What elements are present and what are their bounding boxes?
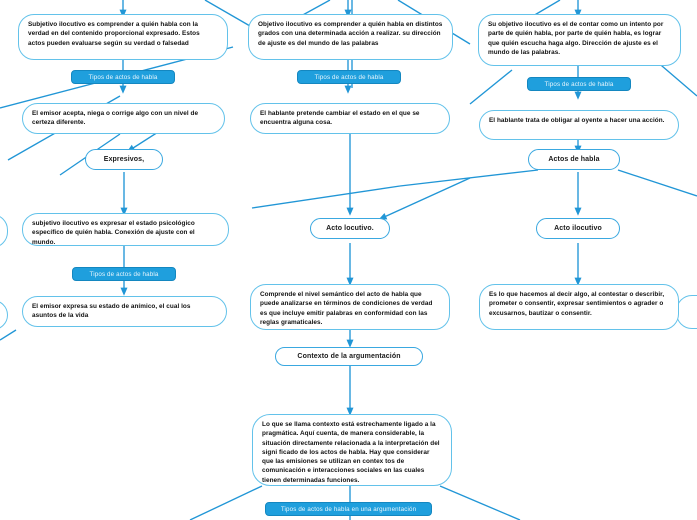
badge-tipos-actos-habla-argumentacion[interactable]: Tipos de actos de habla en una argumenta… [265, 502, 432, 516]
pill-acto-ilocutivo[interactable]: Acto ilocutivo [536, 218, 620, 239]
node-hablante-obliga[interactable]: El hablante trata de obligar al oyente a… [479, 110, 679, 140]
node-es-lo-que-hacemos[interactable]: Es lo que hacemos al decir algo, al cont… [479, 284, 679, 330]
node-lo-que-se-llama-contexto[interactable]: Lo que se llama contexto está estrechame… [252, 414, 452, 486]
badge-tipos-actos-habla-center[interactable]: Tipos de actos de habla [297, 70, 401, 84]
pill-acto-locutivo[interactable]: Acto locutivo. [310, 218, 390, 239]
node-objetivo-ilocutivo[interactable]: Objetivo ilocutivo es comprender a quién… [248, 14, 453, 60]
node-subjetivo-ilocutivo[interactable]: Subjetivo ilocutivo es comprender a quié… [18, 14, 228, 60]
badge-tipos-actos-habla-expresivos[interactable]: Tipos de actos de habla [72, 267, 176, 281]
node-subjetivo-expresar[interactable]: subjetivo ilocutivo es expresar el estad… [22, 213, 229, 246]
clipped-node-left-upper [0, 214, 8, 248]
clipped-node-right [676, 295, 697, 329]
pill-expresivos[interactable]: Expresivos, [85, 149, 163, 170]
node-emisor-acepta[interactable]: El emisor acepta, niega o corrige algo c… [22, 103, 225, 134]
pill-actos-de-habla[interactable]: Actos de habla [528, 149, 620, 170]
badge-tipos-actos-habla-right[interactable]: Tipos de actos de habla [527, 77, 631, 91]
clipped-node-left-lower [0, 300, 8, 330]
node-comprende-nivel[interactable]: Comprende el nivel semántico del acto de… [250, 284, 450, 330]
node-su-objetivo-ilocutivo[interactable]: Su objetivo ilocutivo es el de contar co… [478, 14, 681, 66]
badge-tipos-actos-habla-left[interactable]: Tipos de actos de habla [71, 70, 175, 84]
pill-contexto-argumentacion[interactable]: Contexto de la argumentación [275, 347, 423, 366]
node-hablante-pretende[interactable]: El hablante pretende cambiar el estado e… [250, 103, 450, 134]
node-emisor-expresa[interactable]: El emisor expresa su estado de anímico, … [22, 296, 227, 327]
